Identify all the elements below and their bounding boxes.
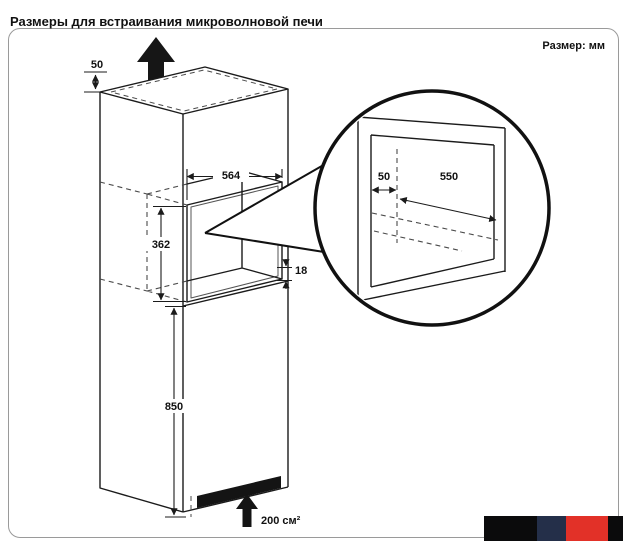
dimension-labels: 50 564 362 18 850 200 см²: [91, 59, 307, 527]
dim-lower-height-label: 850: [165, 401, 183, 413]
zoom-callout: 50 550: [204, 89, 551, 327]
niche-detail-view: [357, 116, 506, 302]
detail-clearance-label: 50: [378, 171, 390, 183]
detail-width-label: 550: [440, 171, 458, 183]
vent-area-label: 200 см²: [261, 515, 301, 527]
magnifier-circle: [313, 89, 551, 327]
dim-niche-height-label: 362: [152, 239, 170, 251]
plinth-vent-strip: [197, 476, 281, 508]
up-arrow-icon: [137, 37, 175, 88]
watermark-block: [484, 516, 537, 541]
watermark: [484, 516, 623, 541]
page-title: Размеры для встраивания микроволновой пе…: [10, 13, 323, 29]
cabinet-top-face: [99, 66, 289, 115]
dim-top-clearance-label: 50: [91, 59, 103, 71]
watermark-block: [537, 516, 566, 541]
cabinet-outline: [99, 92, 184, 513]
watermark-block: [566, 516, 608, 541]
callout-wedge: [205, 163, 327, 252]
dim-recess-label: 18: [295, 265, 307, 277]
unit-label: Размер: мм: [542, 40, 605, 52]
dim-niche-width-label: 564: [222, 170, 241, 182]
airflow-arrow-icon: [236, 494, 258, 527]
cabinet-drawing: [99, 37, 289, 527]
watermark-block: [608, 516, 623, 541]
